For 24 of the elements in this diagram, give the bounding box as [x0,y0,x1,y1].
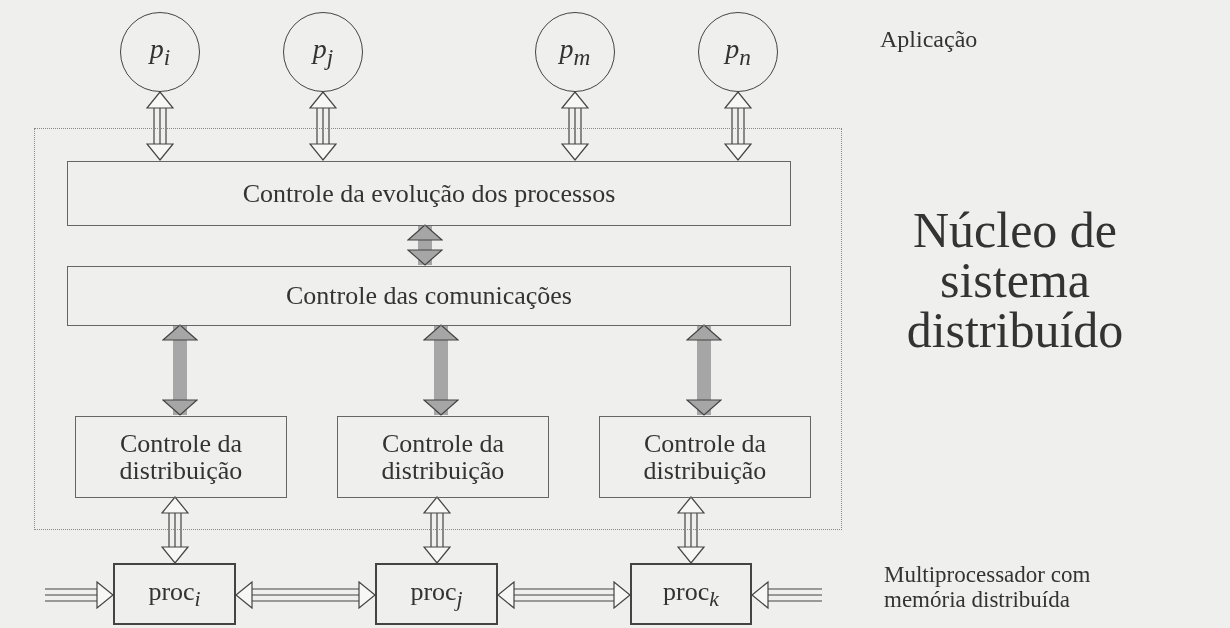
processor-box [630,563,752,625]
layer-box [67,266,791,326]
processor-box [113,563,236,625]
node-label: p$_{j}$ [312,34,334,70]
node-label: proc$_{j}$ [410,577,463,611]
node-label: Controle da distribuição [642,429,768,485]
layer-caption: Aplicação [880,26,979,53]
region-title: Núcleo de sistema distribuído [905,205,1125,355]
layer-box [75,416,287,498]
node-label: Controle das comunicações [286,282,572,310]
node-label: Controle da distribuição [380,429,506,485]
node-label: p$_{n}$ [725,34,751,70]
dotted-region [34,128,842,530]
layer-box [67,161,791,226]
node-label: Controle da evolução dos processos [242,179,616,208]
node-label: proc$_{i}$ [148,577,201,611]
node-label: proc$_{k}$ [663,577,719,611]
layer-box [337,416,549,498]
node-label: p$_{m}$ [559,34,591,70]
layer-box [599,416,811,498]
node-label: Controle da distribuição [118,429,244,485]
layer-caption: Multiprocessador com memória distribuída [884,562,1092,613]
processor-box [375,563,498,625]
node-label: p$_{i}$ [149,34,171,70]
